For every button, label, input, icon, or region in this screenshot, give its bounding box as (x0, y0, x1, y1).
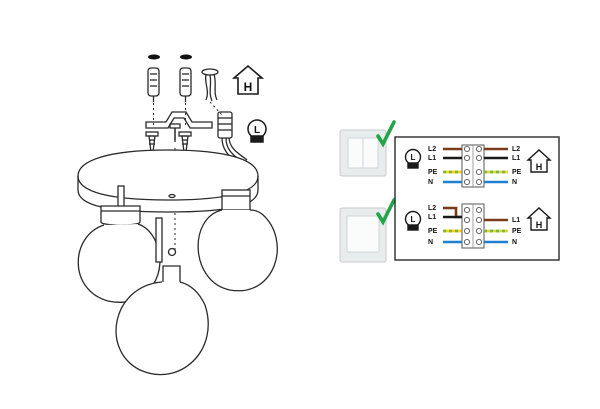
screw-right (178, 131, 192, 153)
wall-plug-right (179, 67, 192, 102)
lamp-icon-top: L (404, 148, 422, 169)
label-left-bottom-1: L1 (428, 214, 436, 221)
double-switch (339, 129, 387, 177)
house-icon: H (231, 64, 265, 95)
drill-hole-left (148, 54, 160, 60)
house-letter-top: H (536, 162, 543, 172)
label-left-top-1: L1 (428, 155, 436, 162)
label-left-top-2: PE (428, 169, 438, 176)
screw-center (169, 123, 181, 142)
label-left-bottom-2: PE (428, 228, 438, 235)
label-left-top-3: N (428, 179, 433, 186)
label-right-bottom-0: L1 (512, 217, 520, 224)
label-left-bottom-0: L2 (428, 205, 436, 212)
terminal-screws-bottom (463, 206, 483, 246)
house-letter-bottom: H (536, 220, 543, 230)
house-icon-letter: H (244, 80, 253, 94)
lamp-icon-bottom: L (404, 210, 422, 231)
lamp-letter-bottom: L (411, 215, 416, 224)
lamp-icon: L (247, 119, 267, 143)
label-right-bottom-2: N (512, 239, 517, 246)
label-left-top-0: L2 (428, 146, 436, 153)
fixture-assembly (77, 54, 278, 376)
label-left-bottom-3: N (428, 239, 433, 246)
screw-left (145, 131, 159, 153)
check-icon-bottom (376, 198, 396, 226)
lamp-icon-letter: L (254, 125, 260, 136)
globe-right (197, 189, 278, 292)
single-switch (339, 207, 387, 263)
wiring-block-top: L2 L1 PE N L2 L1 PE N (428, 144, 522, 188)
wall-plug-left (147, 67, 160, 102)
label-right-top-0: L2 (512, 146, 520, 153)
label-right-bottom-1: PE (512, 228, 522, 235)
terminal-screws-top (463, 145, 483, 186)
label-right-top-2: PE (512, 169, 522, 176)
house-icon-bottom: H (526, 207, 552, 231)
house-icon-top: H (526, 149, 552, 173)
globe-bottom (115, 217, 209, 376)
arm-left (117, 185, 125, 209)
wiring-block-bottom: L2 L1 PE N L1 PE N (428, 203, 522, 249)
label-right-top-1: L1 (512, 155, 520, 162)
label-right-top-3: N (512, 179, 517, 186)
drill-hole-right (180, 54, 192, 60)
lamp-letter-top: L (411, 153, 416, 162)
ceiling-wires (201, 68, 219, 102)
check-icon-top (376, 120, 396, 148)
